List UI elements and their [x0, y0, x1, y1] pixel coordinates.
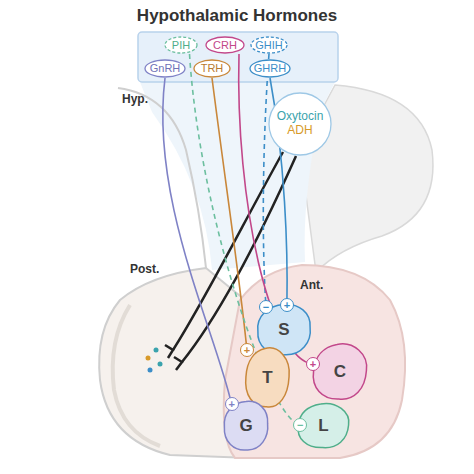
posterior-inner — [113, 305, 160, 446]
effect-sign: − — [259, 300, 273, 314]
region-label: Ant. — [300, 278, 323, 292]
cell-letter: G — [239, 416, 252, 436]
hormone-name: ADH — [287, 124, 312, 138]
hormone-name: GHIH — [255, 39, 283, 52]
node-text-wrap: C — [310, 342, 370, 402]
hormone-name: TRH — [201, 62, 224, 75]
axon-terminal — [174, 357, 182, 370]
hormone-oval: GnRH — [144, 59, 186, 78]
hormone-name: GHRH — [254, 62, 286, 75]
oval-shape — [250, 60, 290, 77]
hormone-dot — [154, 348, 159, 353]
oval-shape — [165, 37, 197, 53]
axon-terminal — [165, 345, 173, 358]
brain-outline — [118, 88, 206, 268]
cell-blob — [313, 344, 366, 399]
hormone-name: GnRH — [150, 62, 181, 75]
hypothalamus-region — [140, 82, 335, 270]
hormone-pathway — [212, 78, 247, 350]
effect-sign: + — [306, 357, 320, 371]
axon-line — [182, 156, 296, 362]
node-text-wrap: PIH — [164, 36, 198, 54]
neurohormone-circle: OxytocinADH — [268, 92, 332, 156]
node-text-wrap: GHIH — [250, 36, 288, 54]
hormone-name: Oxytocin — [277, 110, 324, 124]
cell-letter: C — [334, 362, 346, 382]
anterior-lobe — [224, 265, 405, 458]
node-text-wrap: OxytocinADH — [268, 92, 332, 156]
cell-blob — [246, 348, 290, 407]
oval-shape — [145, 60, 185, 77]
region-label: Post. — [130, 262, 159, 276]
cell-letter: S — [278, 320, 289, 340]
hormone-dot — [148, 368, 153, 373]
hormone-oval: PIH — [164, 36, 198, 54]
effect-sign: + — [280, 298, 294, 312]
cell-letter: L — [318, 416, 328, 436]
hormone-oval: TRH — [193, 59, 231, 78]
hormone-name: CRH — [213, 39, 237, 52]
hormone-oval: CRH — [205, 36, 245, 54]
cell-type: C — [310, 342, 370, 402]
hormone-oval: GHRH — [249, 59, 291, 78]
node-text-wrap: TRH — [193, 59, 231, 78]
node-text-wrap: CRH — [205, 36, 245, 54]
hormone-name: PIH — [172, 39, 190, 52]
oval-shape — [194, 60, 230, 77]
hormone-oval: GHIH — [250, 36, 288, 54]
effect-sign: + — [225, 397, 239, 411]
oval-shape — [269, 93, 331, 155]
oval-shape — [251, 37, 287, 53]
cell-letter: T — [262, 368, 272, 388]
hormone-dot — [146, 356, 151, 361]
hormone-dot — [158, 362, 163, 367]
node-text-wrap: GHRH — [249, 59, 291, 78]
oval-shape — [206, 37, 244, 53]
diagram-title: Hypothalamic Hormones — [0, 6, 474, 26]
region-label: Hyp. — [122, 92, 148, 106]
hormone-pathway — [263, 54, 269, 307]
node-text-wrap: GnRH — [144, 59, 186, 78]
effect-sign: − — [293, 418, 307, 432]
effect-sign: + — [240, 343, 254, 357]
